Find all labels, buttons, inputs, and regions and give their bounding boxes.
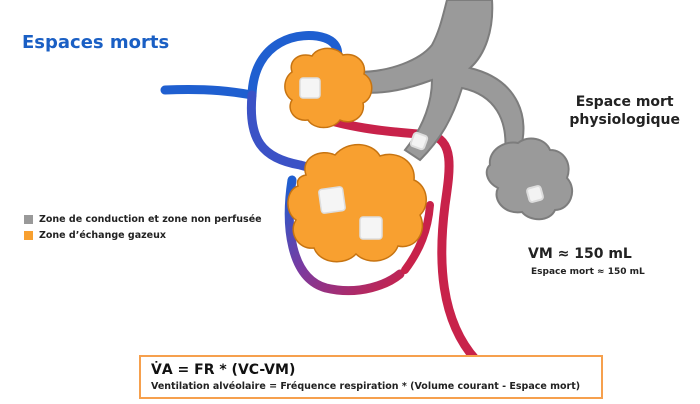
formula-main: V̇A = FR * (VC-VM) [151,362,296,378]
legend-swatch-orange [24,231,33,240]
legend-label: Zone de conduction et zone non perfusée [39,214,262,225]
page-title: Espaces morts [22,32,170,53]
legend-swatch-gray [24,215,33,224]
dead-space-line-1: Espace mort [575,94,674,110]
dead-space-line-2: physiologique [569,112,680,129]
vm-value: VM ≈ 150 mL [528,246,632,262]
orange-alveoli-icon [284,47,427,263]
formula-subtext: Ventilation alvéolaire = Fréquence respi… [151,381,581,392]
legend-item-conduction: Zone de conduction et zone non perfusée [24,214,262,225]
vm-subtext: Espace mort ≈ 150 mL [531,267,645,277]
dead-space-label: Espace mort physiologique [569,93,680,129]
legend-label: Zone d’échange gazeux [39,230,166,241]
legend-item-gas-exchange: Zone d’échange gazeux [24,230,166,241]
gray-airway-tree-icon [356,0,573,221]
formula-box: V̇A = FR * (VC-VM) Ventilation alvéolair… [139,355,603,399]
